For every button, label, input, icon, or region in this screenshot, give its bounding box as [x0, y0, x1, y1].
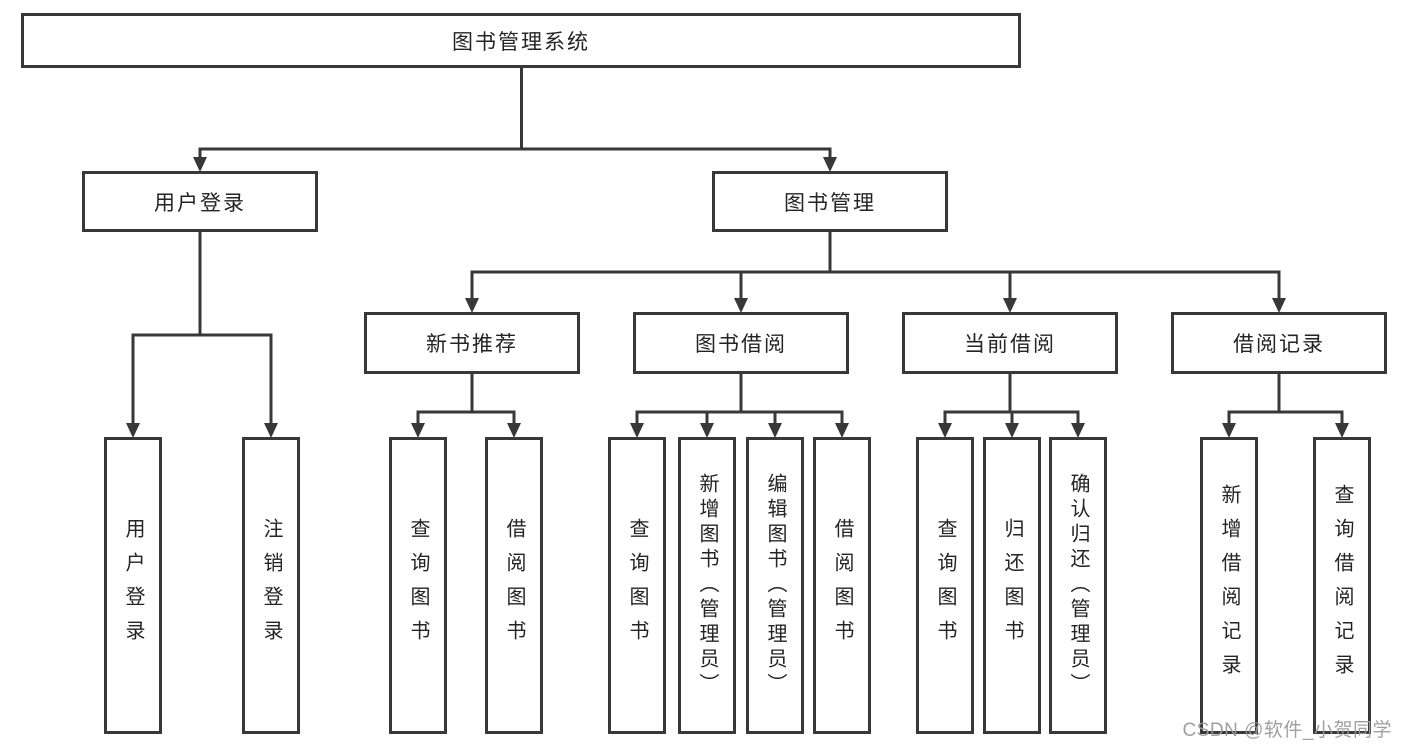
- node-label: 注销登录: [260, 517, 282, 654]
- node-label: 图书管理系统: [452, 30, 590, 54]
- node-label: 查询图书: [626, 517, 648, 654]
- leaf-user-login: 用户登录: [104, 437, 162, 734]
- node-label: 新书推荐: [426, 333, 518, 356]
- node-label: 用户登录: [154, 191, 246, 215]
- node-label: 当前借阅: [964, 333, 1056, 356]
- leaf-query-books-current: 查询图书: [916, 437, 974, 734]
- node-label: 借阅图书: [503, 517, 525, 654]
- node-user-login: 用户登录: [82, 171, 318, 232]
- arrowheads: [126, 157, 1349, 438]
- leaf-logout: 注销登录: [242, 437, 300, 734]
- node-label: 编辑图书（管理员）: [764, 473, 786, 698]
- node-label: 查询借阅记录: [1331, 483, 1353, 688]
- node-new-book-recommend: 新书推荐: [364, 312, 580, 374]
- node-label: 借阅图书: [831, 517, 853, 654]
- leaf-query-books-borrow: 查询图书: [608, 437, 666, 734]
- node-label: 新增图书（管理员）: [696, 473, 718, 698]
- leaf-add-books-admin: 新增图书（管理员）: [678, 437, 736, 734]
- node-label: 借阅记录: [1233, 333, 1325, 356]
- leaf-edit-books-admin: 编辑图书（管理员）: [746, 437, 804, 734]
- leaf-query-borrow-record: 查询借阅记录: [1313, 437, 1371, 734]
- node-label: 查询图书: [934, 517, 956, 654]
- leaf-borrow-books-recommend: 借阅图书: [485, 437, 543, 734]
- node-book-management: 图书管理: [712, 171, 948, 232]
- leaf-query-books-recommend: 查询图书: [389, 437, 447, 734]
- node-borrow-records: 借阅记录: [1171, 312, 1387, 374]
- leaf-confirm-return-admin: 确认归还（管理员）: [1049, 437, 1107, 734]
- node-label: 归还图书: [1001, 517, 1023, 654]
- node-label: 用户登录: [122, 517, 144, 654]
- node-current-borrow: 当前借阅: [902, 312, 1118, 374]
- node-label: 图书借阅: [695, 333, 787, 356]
- node-library-system-root: 图书管理系统: [21, 13, 1021, 68]
- leaf-add-borrow-record: 新增借阅记录: [1200, 437, 1258, 734]
- leaf-return-books: 归还图书: [983, 437, 1041, 734]
- node-label: 确认归还（管理员）: [1067, 473, 1089, 698]
- node-label: 查询图书: [407, 517, 429, 654]
- node-label: 新增借阅记录: [1218, 483, 1240, 688]
- node-book-borrow: 图书借阅: [633, 312, 849, 374]
- csdn-watermark: CSDN @软件_小贺同学: [1182, 720, 1392, 741]
- node-label: 图书管理: [784, 191, 876, 215]
- leaf-borrow-books: 借阅图书: [813, 437, 871, 734]
